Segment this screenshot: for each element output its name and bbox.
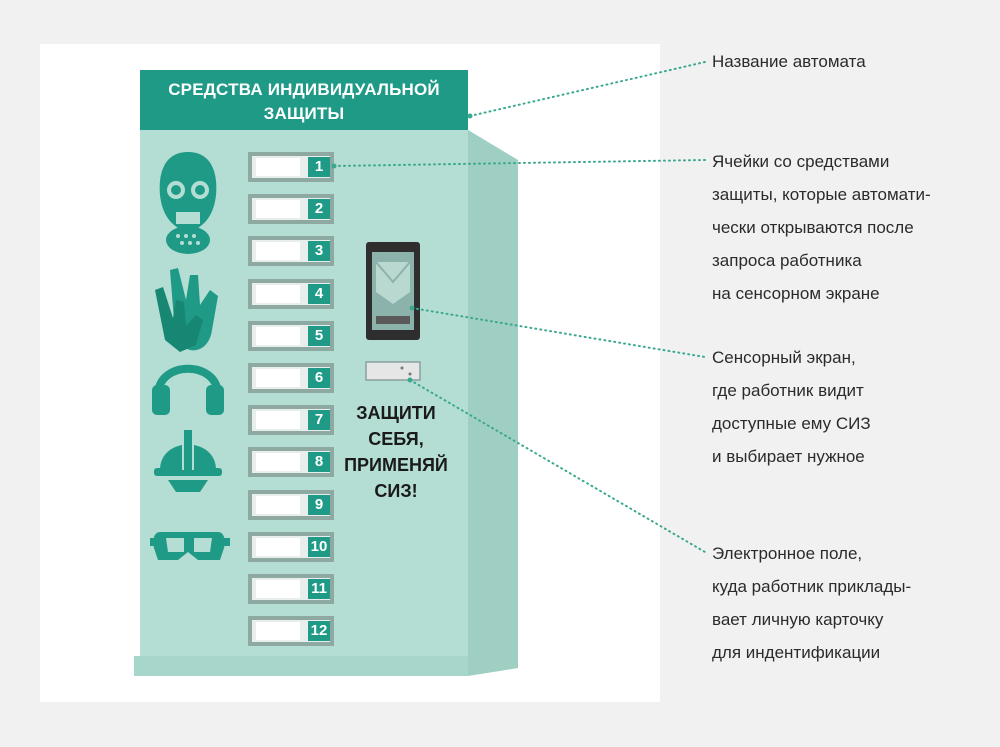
cell-number-11: 11	[308, 579, 330, 599]
leader-line-cells	[333, 159, 706, 167]
cell-number-4: 4	[308, 284, 330, 304]
cell-number-10: 10	[308, 537, 330, 557]
gloves-icon	[155, 268, 218, 352]
touch-screen[interactable]	[366, 242, 420, 340]
machine-base	[134, 656, 468, 676]
card-reader[interactable]	[365, 361, 421, 381]
cell-number-5: 5	[308, 326, 330, 346]
leader-line-screen	[411, 307, 706, 358]
leader-line-name	[469, 61, 706, 117]
title-banner	[140, 70, 468, 130]
cell-number-3: 3	[308, 241, 330, 261]
cell-number-7: 7	[308, 410, 330, 430]
cell-number-6: 6	[308, 368, 330, 388]
cell-number-2: 2	[308, 199, 330, 219]
callout-card-reader: Электронное поле, куда работник приклады…	[712, 544, 912, 662]
hard-hat-icon	[154, 430, 222, 492]
cell-number-1: 1	[308, 157, 330, 177]
callout-machine-name: Название автомата	[712, 52, 866, 71]
slogan: ЗАЩИТИ СЕБЯ, ПРИМЕНЯЙ СИЗ!	[344, 403, 448, 501]
machine-title: СРЕДСТВА ИНДИВИДУАЛЬНОЙ ЗАЩИТЫ	[168, 80, 440, 123]
cell-number-12: 12	[308, 621, 330, 641]
safety-goggles-icon	[150, 532, 230, 560]
ear-muffs-icon	[152, 364, 224, 415]
cell-number-8: 8	[308, 452, 330, 472]
gas-mask-icon	[159, 152, 217, 254]
leader-line-reader	[409, 379, 706, 553]
machine-side	[468, 130, 518, 676]
callout-cells: Ячейки со средствами защиты, которые авт…	[712, 152, 931, 303]
cell-number-9: 9	[308, 495, 330, 515]
callout-touch-screen: Сенсорный экран, где работник видит дост…	[712, 348, 871, 466]
